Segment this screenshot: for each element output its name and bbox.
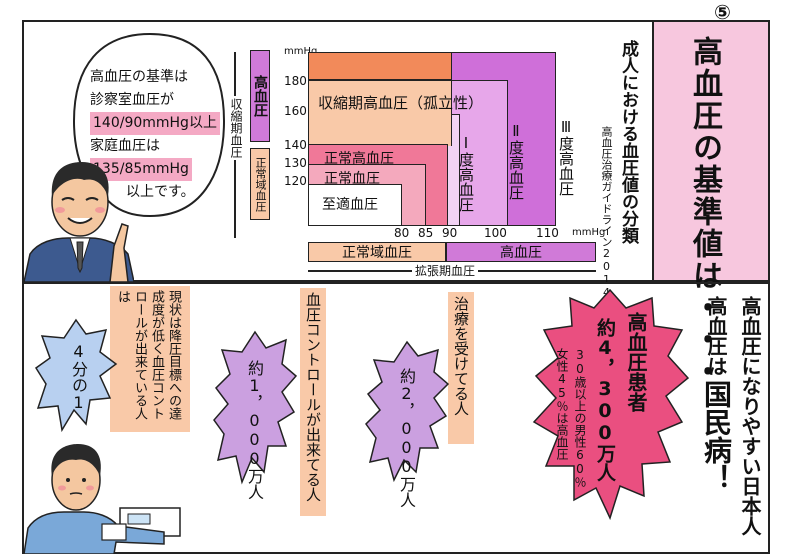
y-axis-label: 収縮期血圧	[228, 96, 245, 160]
controlled-count: 約1，000万人	[245, 360, 264, 500]
y-band-normal: 正常域血圧	[250, 148, 270, 220]
label-grade1: Ⅰ度高血圧	[457, 134, 475, 212]
y-band-high: 高血圧	[250, 50, 270, 142]
label-normal: 正常血圧	[324, 171, 380, 187]
fraction-text: 4分の1	[69, 342, 88, 412]
speech-line-6: 以上です。	[126, 184, 195, 200]
x-tick-90: 90	[442, 226, 458, 240]
y-tick-160: 160	[284, 104, 307, 118]
title-box: 高血圧の基準値は・・・	[652, 22, 768, 388]
top-panel	[22, 20, 770, 282]
y-tick-180: 180	[284, 74, 307, 88]
treated-label-box: 治療を受けてる人	[448, 292, 474, 444]
chart-heading: 成人における血圧値の分類	[618, 40, 638, 244]
x-tick-110: 110	[536, 226, 559, 240]
chart-source: 高血圧治療ガイドライン2014	[600, 126, 613, 299]
lower-heading: 高血圧になりやすい日本人	[738, 296, 762, 536]
patients-note-2: 女性45％は高血圧	[555, 348, 569, 460]
controlled-label: 血圧コントロールが出来てる人	[304, 292, 322, 502]
region-isolated-lower	[308, 114, 452, 146]
x-unit: mmHg	[572, 227, 606, 238]
fraction-burst	[34, 318, 118, 433]
speech-text: 高血圧の基準は 診察室血圧が 140/90mmHg以上 家庭血圧は 135/85…	[90, 66, 220, 204]
patients-burst	[532, 288, 690, 521]
treated-burst	[365, 340, 450, 483]
page-title: 高血圧の基準値は・・・	[687, 36, 722, 388]
bottom-panel	[22, 282, 770, 554]
lower-heading-national: 国民病！	[700, 380, 733, 492]
lower-heading-prefix: 高血圧は	[704, 296, 728, 376]
region-optimal	[308, 184, 402, 226]
speech-line-4: 家庭血圧は	[90, 138, 160, 154]
y-tick-130: 130	[284, 156, 307, 170]
status-box: 現状は降圧目標への達成度が低く血圧コントロールが出来ている人は	[110, 286, 190, 432]
label-isolated: 収縮期高血圧（孤立性）	[318, 94, 484, 112]
patient-illustration	[24, 444, 181, 554]
speech-line-5: 135/85mmHg	[90, 158, 192, 181]
patients-title: 高血圧患者	[624, 312, 648, 412]
x-band-high: 高血圧	[446, 242, 596, 262]
label-optimal: 至適血圧	[322, 197, 378, 213]
doctor-illustration	[24, 162, 134, 282]
speech-line-1: 高血圧の基準は	[90, 69, 188, 85]
controlled-label-box: 血圧コントロールが出来てる人	[300, 288, 326, 516]
label-high-normal: 正常高血圧	[324, 151, 394, 167]
x-tick-85: 85	[418, 226, 434, 240]
patients-count: 約4，300万人	[594, 318, 616, 482]
page-number: ⑤	[714, 0, 731, 24]
speech-line-3: 140/90mmHg以上	[90, 112, 220, 135]
region-corner-180	[308, 52, 452, 80]
y-tick-140: 140	[284, 138, 307, 152]
x-band-normal: 正常域血圧	[308, 242, 446, 262]
x-tick-80: 80	[394, 226, 410, 240]
treated-label: 治療を受けてる人	[452, 296, 470, 416]
label-grade3: Ⅲ度高血圧	[557, 118, 575, 196]
y-tick-120: 120	[284, 174, 307, 188]
x-tick-100: 100	[484, 226, 507, 240]
x-axis-label: 拡張期血圧	[412, 262, 479, 279]
treated-count: 約2，000万人	[397, 368, 416, 508]
controlled-burst	[213, 330, 298, 485]
y-unit: mmHg	[284, 46, 318, 57]
chart: 収縮期血圧 高血圧 正常域血圧 mmHg 180 160 140 130 120…	[226, 36, 646, 299]
speech-line-2: 診察室血圧が	[90, 92, 174, 108]
label-grade2: Ⅱ度高血圧	[507, 122, 525, 200]
status-text: 現状は降圧目標への達成度が低く血圧コントロールが出来ている人は	[115, 290, 181, 420]
patients-note-1: 30歳以上の男性60％	[573, 348, 587, 488]
